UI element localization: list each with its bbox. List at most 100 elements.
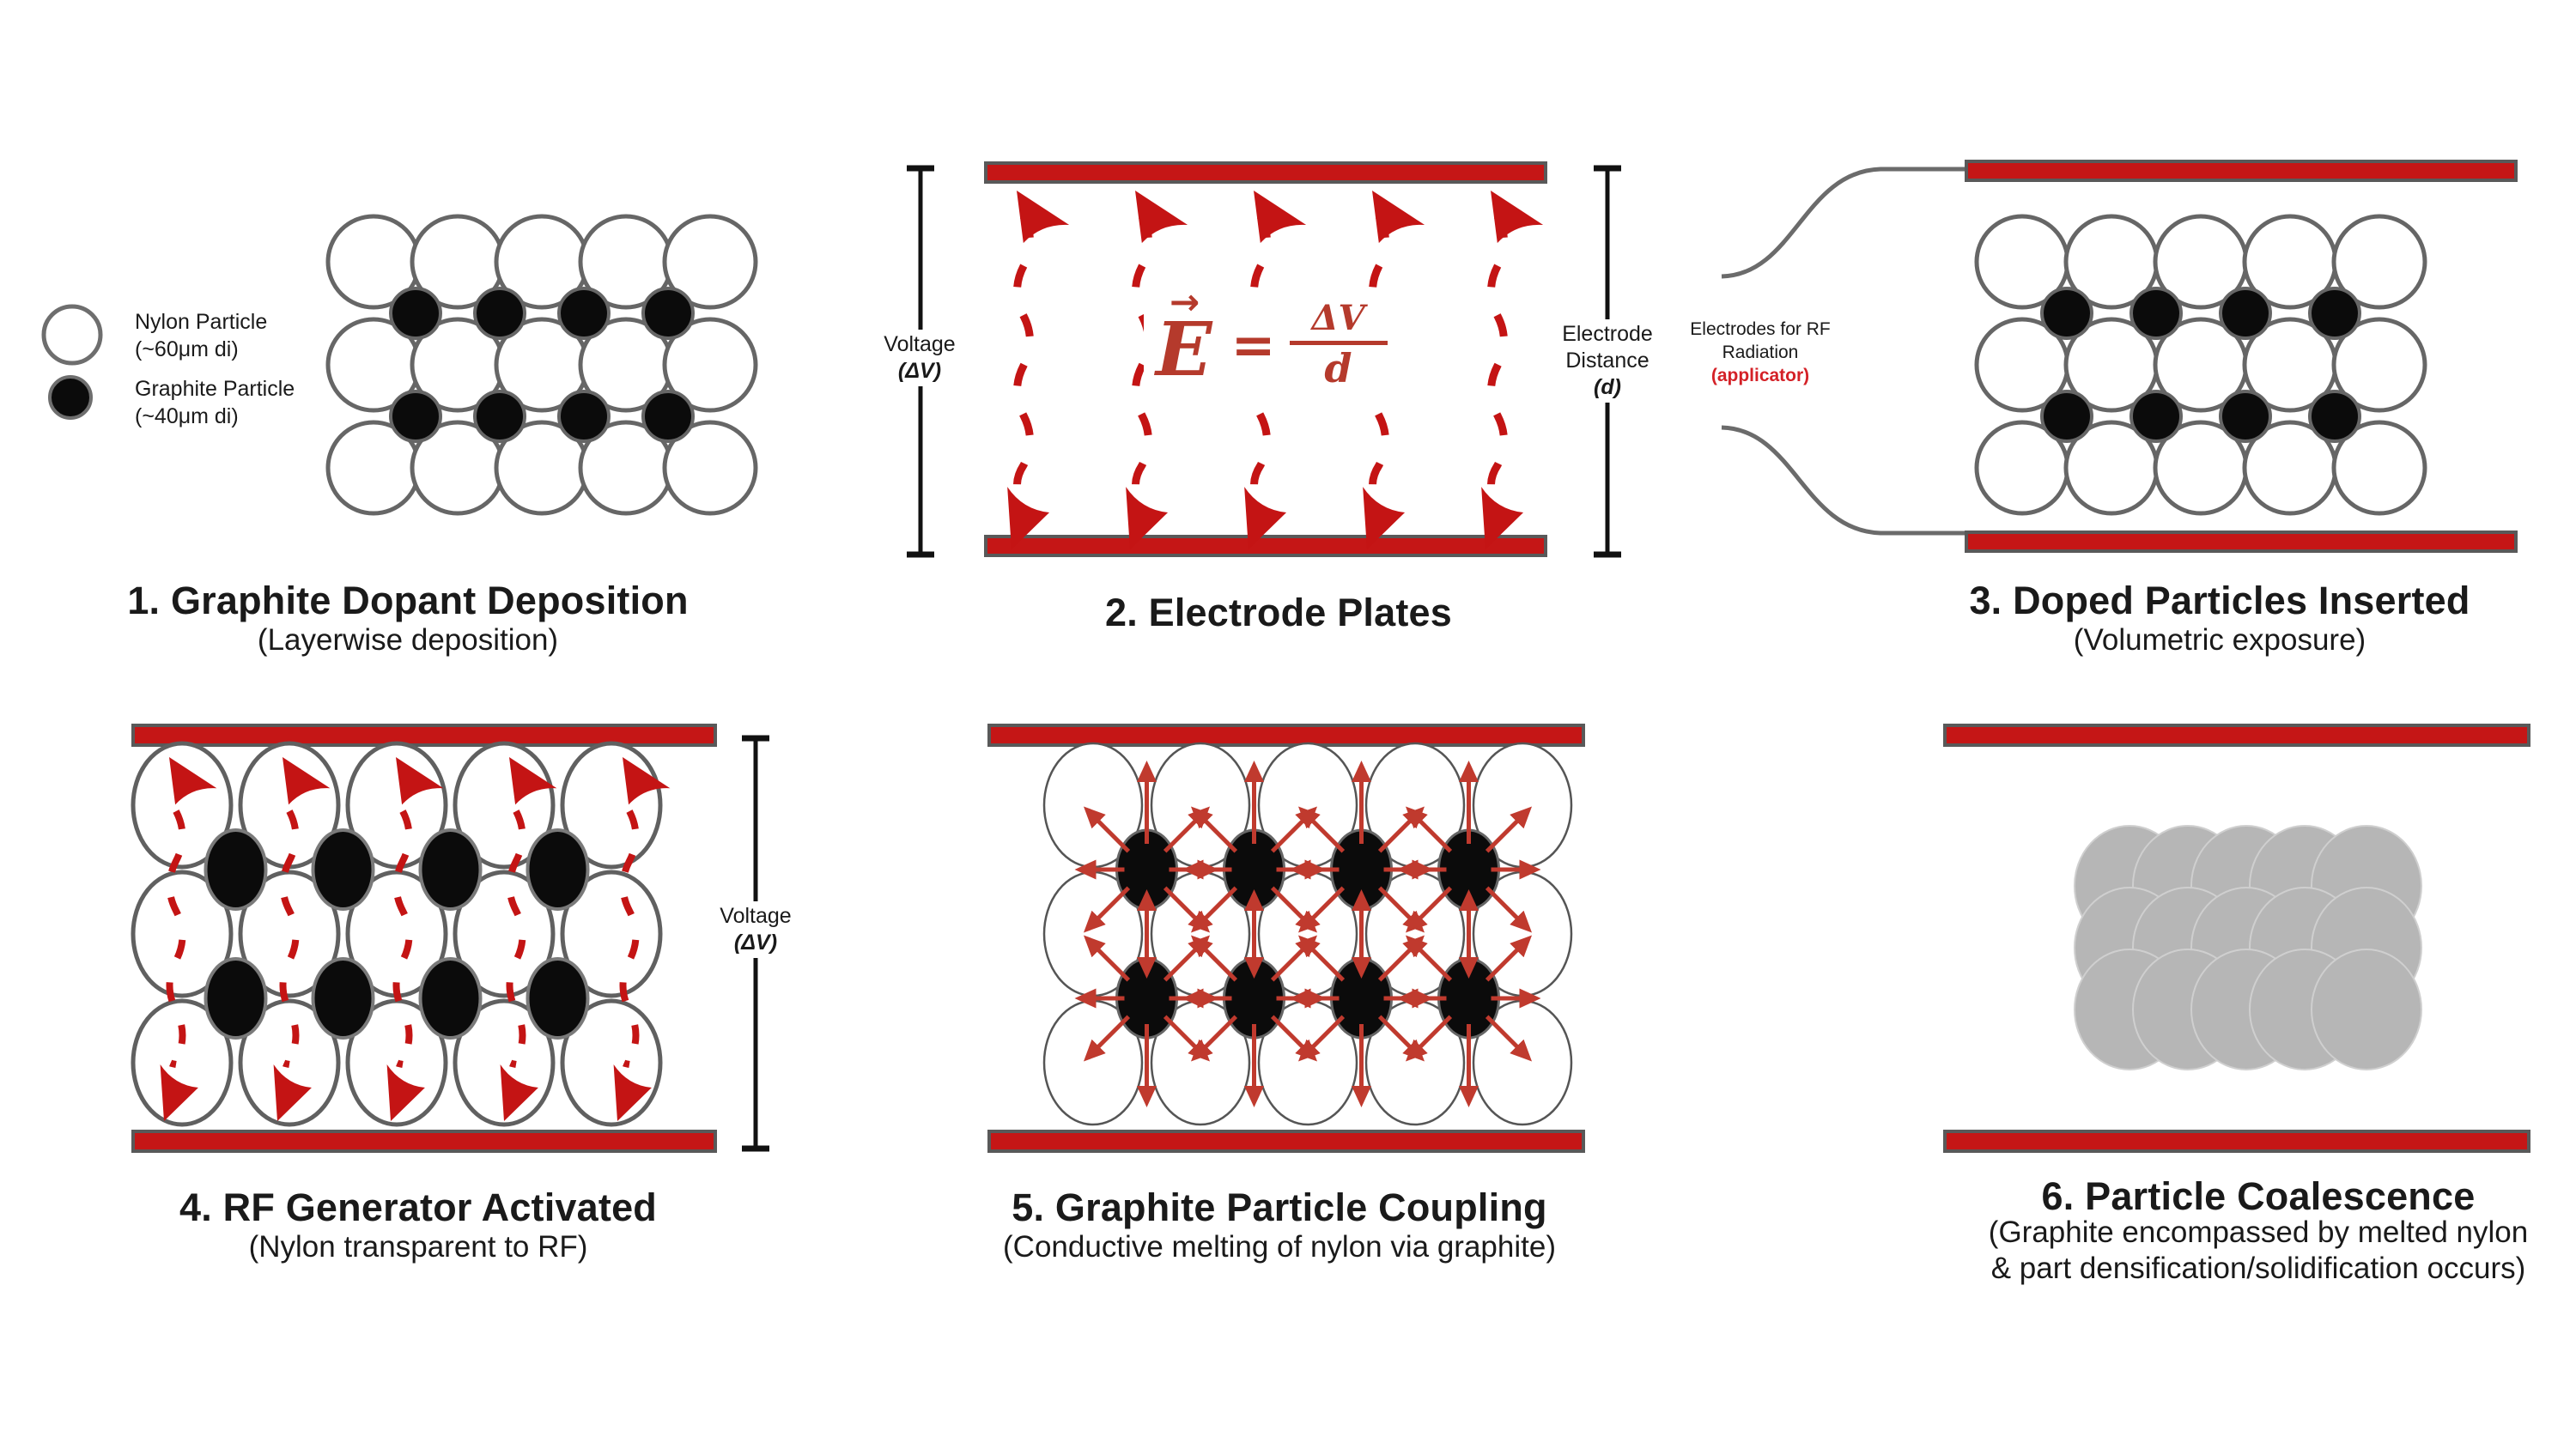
graphite-particle [311, 828, 375, 911]
graphite-particle [2129, 287, 2183, 340]
graphite-particle [204, 957, 268, 1040]
distance-text-2: Distance [1565, 349, 1649, 373]
graphite-particle [2040, 390, 2093, 443]
nylon-particle [131, 998, 234, 1127]
rf-arrowhead [396, 757, 444, 805]
applicator-leader-top [1721, 167, 1965, 279]
coupling-arrow [1083, 1015, 1131, 1062]
graphite-particle [557, 390, 611, 443]
electrode-plate [987, 1130, 1585, 1153]
rf-arrowhead [160, 1064, 198, 1121]
panel1-subtitle: (Layerwise deposition) [257, 623, 559, 657]
coupling-arrow [1190, 935, 1238, 982]
rf-electrodes-note: Electrodes for RF Radiation (applicator) [1690, 318, 1830, 387]
coupling-arrow [1297, 806, 1346, 853]
voltage-text: Voltage [720, 904, 792, 928]
rf-wave [1013, 214, 1034, 507]
panel3-title: 3. Doped Particles Inserted [1969, 579, 2470, 622]
rf-arrowhead [500, 1064, 538, 1121]
rf-arrowhead [273, 1064, 312, 1121]
coupling-arrow [1083, 935, 1131, 982]
coalesced-particle [2311, 949, 2422, 1070]
rf-arrowhead [1007, 487, 1050, 549]
coupling-arrow [1297, 886, 1346, 933]
rf-note-line2: Radiation [1722, 343, 1799, 362]
electrode-plate [131, 1130, 717, 1153]
nylon-particle [131, 741, 234, 870]
rf-arrowhead [169, 757, 217, 805]
nylon-particle [560, 870, 663, 998]
rf-arrowhead [386, 1064, 425, 1121]
rf-arrowhead [623, 757, 671, 805]
coalesced-part-step6 [2074, 825, 2422, 1070]
electrode-plate [987, 724, 1585, 747]
graphite-particle [418, 957, 483, 1040]
coupling-arrow [1405, 935, 1453, 982]
equation-numerator: ΔV [1311, 298, 1365, 338]
rf-arrowhead [1135, 191, 1188, 244]
legend-nylon-label: Nylon Particle [135, 310, 268, 334]
coupling-arrow [1485, 806, 1533, 853]
nylon-particle [662, 317, 758, 413]
vector-arrow-icon: → [1170, 280, 1200, 323]
graphite-particle [526, 828, 590, 911]
rf-wave [392, 809, 413, 1068]
coupling-arrow [1405, 886, 1453, 933]
electrode-plate [131, 724, 717, 747]
rf-wave [279, 809, 300, 1068]
equation-fraction: ΔV d [1289, 298, 1388, 389]
graphite-particle [641, 390, 695, 443]
rf-wave [166, 809, 186, 1068]
panel2-title: 2. Electrode Plates [1105, 591, 1452, 634]
panel6-subtitle-line1: (Graphite encompassed by melted nylon [1988, 1216, 2529, 1249]
panel4-subtitle: (Nylon transparent to RF) [248, 1230, 588, 1264]
panel1-title: 1. Graphite Dopant Deposition [127, 579, 689, 622]
nylon-particle [131, 870, 234, 998]
electrode-plate [1943, 724, 2530, 747]
coupling-arrow [1297, 1015, 1346, 1062]
panel6-subtitle-line2: & part densification/solidification occu… [1990, 1252, 2526, 1285]
coupling-arrow [1485, 935, 1533, 982]
rf-wave [1132, 214, 1152, 507]
legend-graphite-size: (~40μm di) [135, 404, 239, 428]
rf-arrowhead [1372, 191, 1425, 244]
lattice-step1 [325, 214, 758, 516]
graphite-particle [2219, 390, 2272, 443]
electrode-plate [1965, 530, 2518, 553]
rf-note-applicator: (applicator) [1710, 366, 1810, 385]
rf-note-line1: Electrodes for RF [1690, 319, 1831, 339]
voltage-label-p2: Voltage (ΔV) [877, 330, 963, 386]
panel4-title: 4. RF Generator Activated [179, 1185, 657, 1229]
voltage-label-p4: Voltage (ΔV) [713, 901, 799, 958]
nylon-particle [2331, 317, 2427, 413]
rf-wave [1487, 214, 1508, 507]
graphite-particle [204, 828, 268, 911]
graphite-particle [473, 287, 526, 340]
electrode-plate [984, 535, 1547, 557]
panel5-title: 5. Graphite Particle Coupling [1012, 1185, 1547, 1229]
coupling-arrow [1083, 806, 1131, 853]
graphite-particle [389, 287, 442, 340]
rf-arrowhead [283, 757, 331, 805]
nylon-particle [2331, 214, 2427, 310]
graphite-particle [473, 390, 526, 443]
legend-nylon-size: (~60μm di) [135, 337, 239, 361]
coupling-arrow [1485, 886, 1533, 933]
panel6-title: 6. Particle Coalescence [2041, 1174, 2476, 1218]
graphite-particle [311, 957, 375, 1040]
panel3-subtitle: (Volumetric exposure) [2073, 623, 2366, 657]
nylon-particle [453, 870, 556, 998]
electrode-plate [1943, 1130, 2530, 1153]
fraction-bar [1289, 341, 1388, 345]
graphite-particle [2308, 287, 2361, 340]
efield-equation: →E = ΔV d [1144, 283, 1398, 393]
rf-wave [506, 809, 526, 1068]
lattice-step4 [131, 741, 663, 1127]
rf-field-step4 [160, 757, 671, 1121]
applicator-leader-bottom [1721, 425, 1965, 536]
rf-arrowhead [1254, 191, 1307, 244]
lattice-step5 [1042, 742, 1573, 1126]
graphite-particle [418, 828, 483, 911]
coupling-arrow [1190, 886, 1238, 933]
